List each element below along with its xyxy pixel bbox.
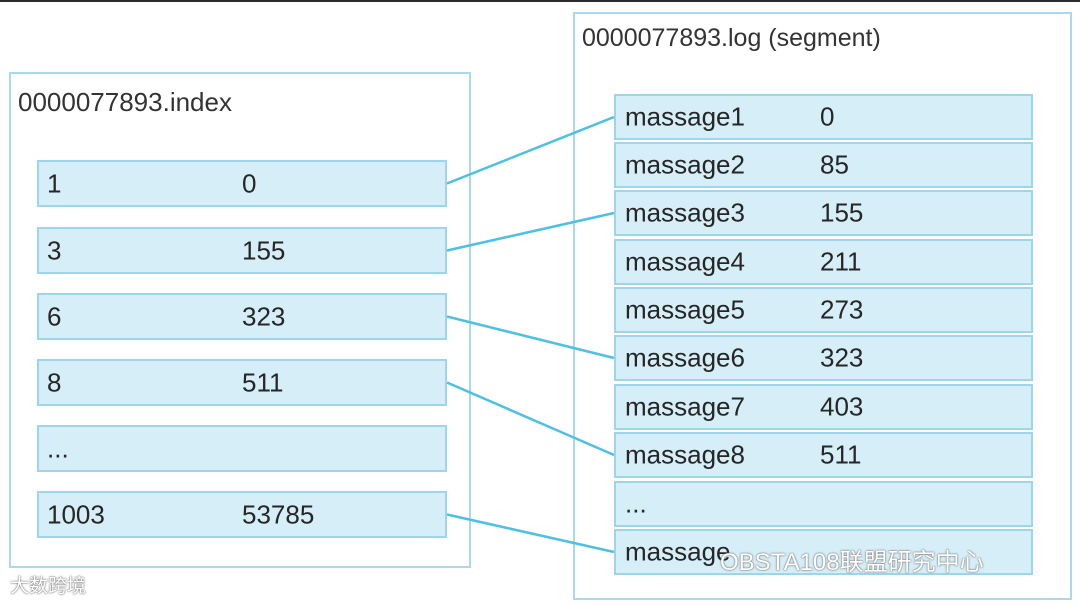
message-name: massage xyxy=(625,536,731,567)
index-offset: 3 xyxy=(47,235,62,265)
index-offset: 6 xyxy=(47,301,62,331)
top-border-line xyxy=(0,0,1080,2)
log-row: ... xyxy=(614,481,1033,527)
message-position: 511 xyxy=(820,439,862,470)
index-row: 1003 53785 xyxy=(37,491,447,538)
log-row: massage2 85 xyxy=(614,142,1033,188)
message-position: 155 xyxy=(820,197,864,228)
message-name: ... xyxy=(625,488,647,519)
log-segment-title: 0000077893.log (segment) xyxy=(582,24,881,52)
message-name: massage1 xyxy=(625,101,745,132)
message-position: 323 xyxy=(820,342,864,373)
message-name: massage2 xyxy=(625,149,745,180)
index-position: 0 xyxy=(242,168,257,198)
message-position: 0 xyxy=(820,101,835,132)
log-row: massage5 273 xyxy=(614,287,1033,333)
log-row: massage xyxy=(614,529,1033,575)
index-offset: 1 xyxy=(47,168,62,198)
message-position: 85 xyxy=(820,149,849,180)
watermark-brand: 大数跨境 xyxy=(10,576,87,597)
message-name: massage7 xyxy=(625,391,745,422)
message-position: 273 xyxy=(820,294,864,325)
message-position: 211 xyxy=(820,246,862,277)
index-position: 323 xyxy=(242,301,286,331)
index-position: 53785 xyxy=(242,499,315,529)
message-name: massage8 xyxy=(625,439,745,470)
index-offset: 8 xyxy=(47,367,62,397)
index-row: ... xyxy=(37,425,447,472)
index-row: 8 511 xyxy=(37,359,447,406)
log-row: massage8 511 xyxy=(614,432,1033,478)
log-row: massage3 155 xyxy=(614,190,1033,236)
index-row: 1 0 xyxy=(37,160,447,207)
message-name: massage5 xyxy=(625,294,745,325)
index-position: 155 xyxy=(242,235,286,265)
watermark-text: OBSTA108联盟研究中心 xyxy=(720,549,984,576)
index-file-title: 0000077893.index xyxy=(18,87,232,117)
index-row: 6 323 xyxy=(37,293,447,340)
message-name: massage3 xyxy=(625,197,745,228)
message-name: massage6 xyxy=(625,342,745,373)
index-position: 511 xyxy=(242,367,284,397)
message-name: massage4 xyxy=(625,246,745,277)
index-row: 3 155 xyxy=(37,227,447,274)
log-row: massage1 0 xyxy=(614,94,1033,140)
index-offset: 1003 xyxy=(47,499,105,529)
index-offset: ... xyxy=(47,433,69,463)
log-row: massage7 403 xyxy=(614,384,1033,430)
message-position: 403 xyxy=(820,391,864,422)
log-row: massage4 211 xyxy=(614,239,1033,285)
log-row: massage6 323 xyxy=(614,335,1033,381)
